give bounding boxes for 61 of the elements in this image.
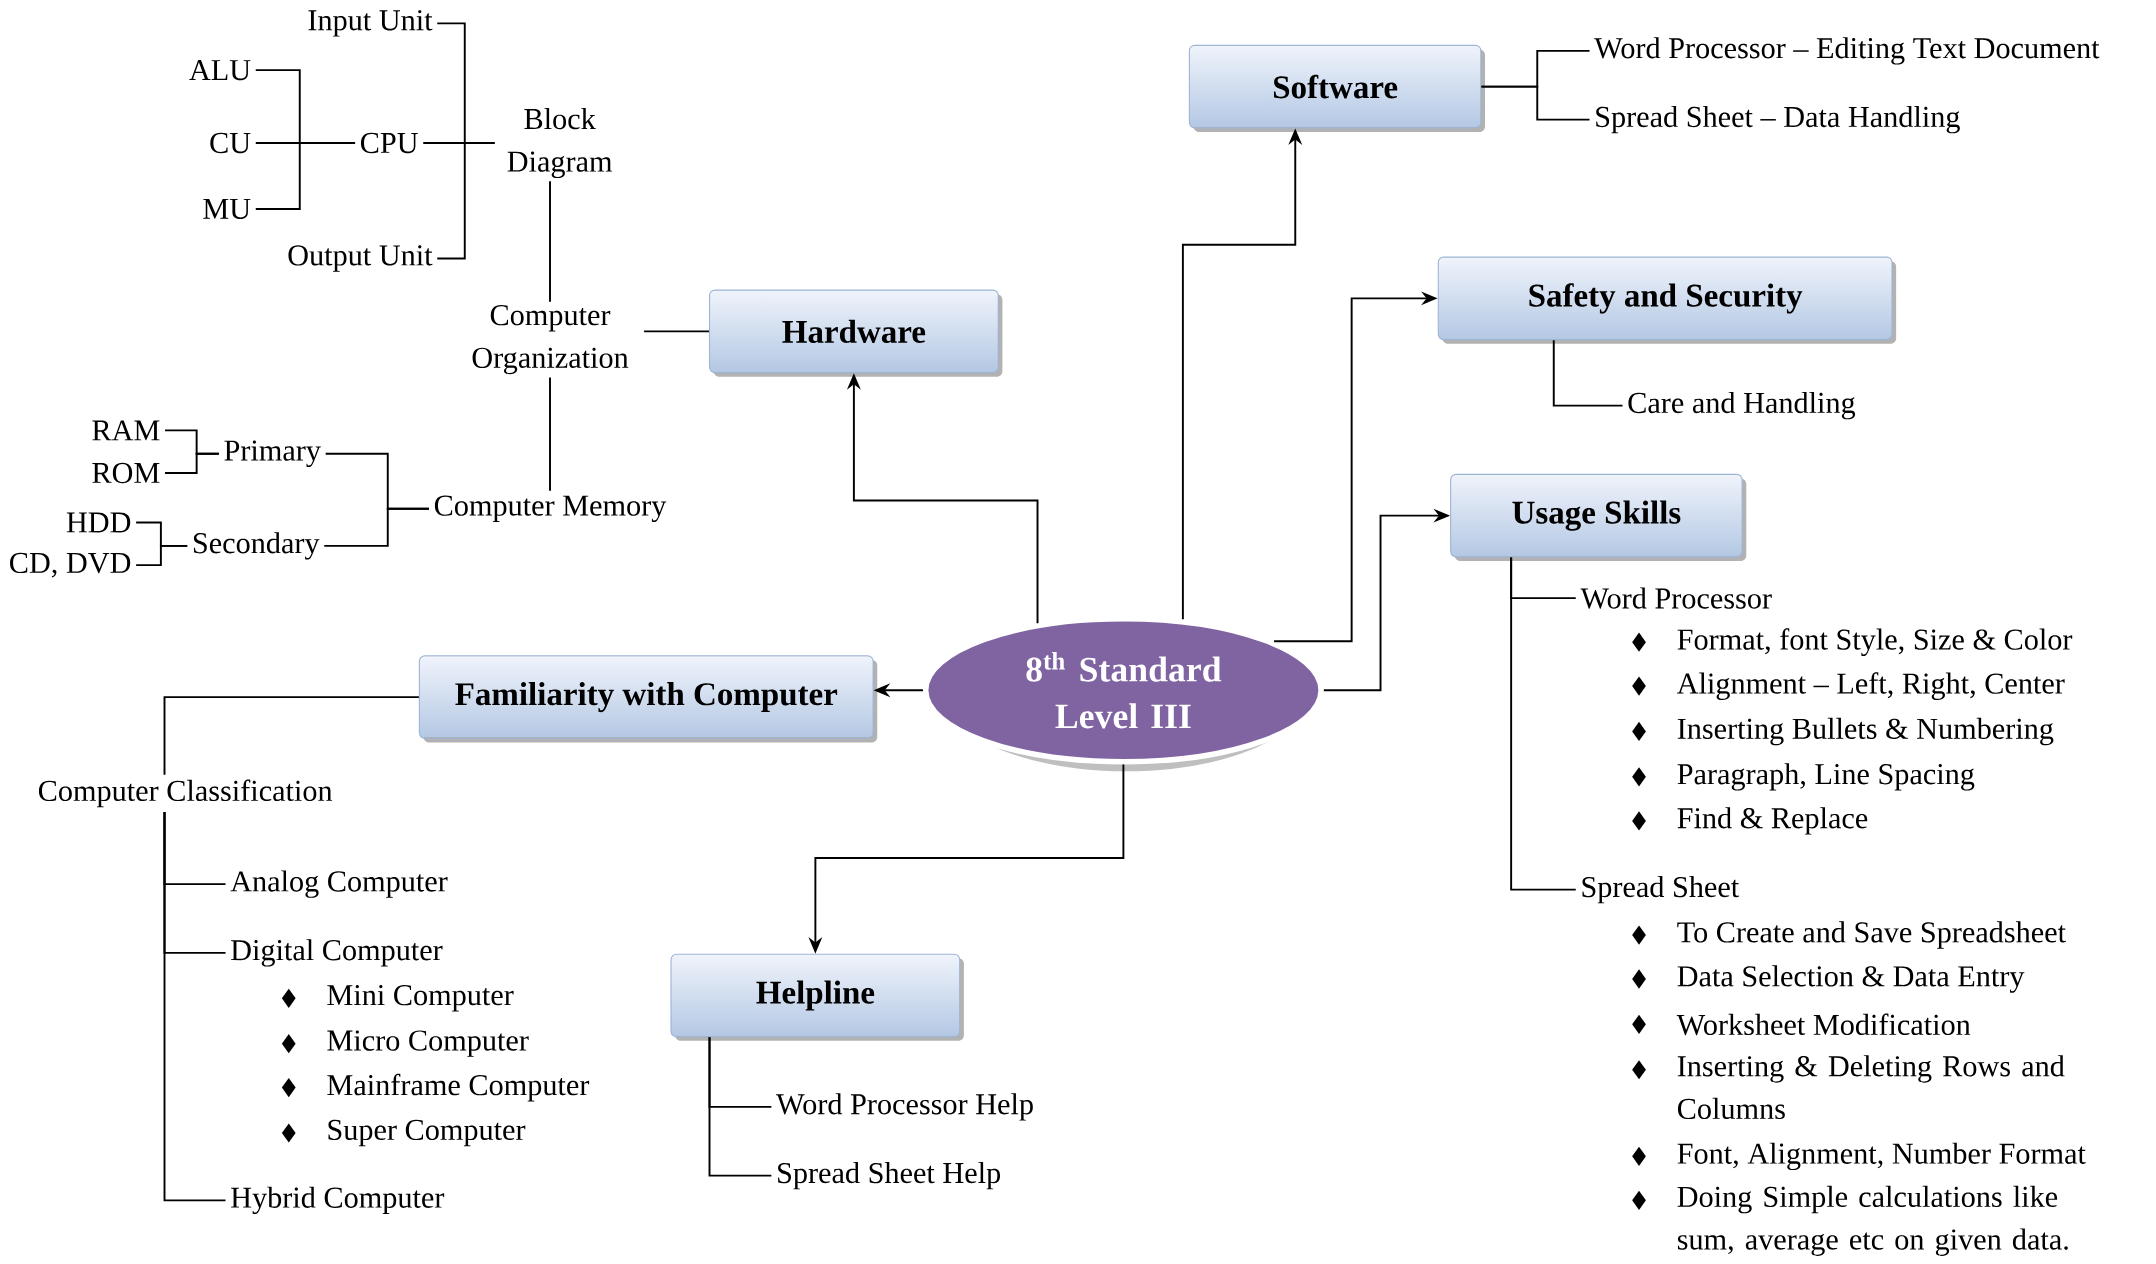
- bullet-item: Data Selection & Data Entry: [1632, 965, 2025, 993]
- connector-line: [549, 376, 551, 492]
- branch-text: Spread Sheet Help: [778, 1162, 1000, 1190]
- connector-line: [164, 452, 220, 475]
- branch-text: HDD: [66, 512, 131, 533]
- branch-text: CU: [210, 133, 251, 154]
- topic-box: Software: [1188, 45, 1485, 133]
- branch-text: Analog Computer: [230, 870, 448, 899]
- connector-line: [1510, 556, 1577, 891]
- connector-line: [436, 142, 496, 260]
- bullet-item: Inserting Bullets & Numbering: [1632, 717, 2054, 746]
- connector-line: [1480, 85, 1591, 121]
- branch-text: RAM: [92, 420, 160, 441]
- bullet-item: Super Computer: [281, 1119, 526, 1147]
- connector-line: [254, 142, 356, 211]
- branch-text: Input Unit: [308, 10, 433, 37]
- branch-text: Care and Handling: [1628, 392, 1856, 420]
- connector-line: [643, 330, 710, 333]
- bullet-item: Mini Computer: [281, 985, 514, 1012]
- connector-line: [1552, 339, 1624, 407]
- bullet-item: Alignment – Left, Right, Center: [1632, 672, 2065, 701]
- branch-text: Spread Sheet: [1582, 876, 1740, 904]
- branch-text: Spread Sheet – Data Handling: [1596, 106, 1960, 134]
- connector-line: [135, 545, 189, 567]
- branch-text: Word Processor: [1580, 587, 1772, 610]
- topic-box: Usage Skills: [1450, 474, 1747, 562]
- bullet-item: Format, font Style, Size & Color: [1632, 628, 2073, 657]
- branch-text: Hybrid Computer: [231, 1186, 445, 1215]
- connector-line: [323, 507, 430, 548]
- topic-box: Safety and Security: [1437, 256, 1897, 344]
- topic-box: Helpline: [670, 953, 964, 1042]
- connector-line: [549, 180, 551, 303]
- branch-text: Word Processor – Editing Text Document: [1594, 37, 2100, 65]
- branch-text: Computer Classification: [38, 779, 333, 808]
- branch-text: Primary: [224, 440, 321, 468]
- bullet-item: Inserting & Deleting Rows and Columns: [1632, 1055, 2065, 1120]
- bullet-item: Paragraph, Line Spacing: [1632, 763, 1975, 791]
- bullet-item: Font, Alignment, Number Format: [1632, 1142, 2086, 1171]
- branch-text: Computer Organization: [472, 305, 629, 375]
- bullet-item: Find & Replace: [1632, 807, 1868, 835]
- bullet-item: To Create and Save Spreadsheet: [1632, 921, 2066, 949]
- bullet-item: Mainframe Computer: [281, 1073, 590, 1102]
- branch-text: CD, DVD: [10, 553, 131, 578]
- topic-box: Familiarity with Computer: [418, 655, 878, 743]
- branch-text: Word Processor Help: [776, 1093, 1033, 1121]
- connector-line: [163, 811, 227, 1202]
- branch-text: MU: [203, 199, 251, 220]
- branch-text: Secondary: [193, 532, 320, 560]
- connector-line: [163, 696, 420, 776]
- branch-text: CPU: [360, 133, 418, 154]
- branch-text: ALU: [189, 60, 251, 81]
- connector-line: [708, 1036, 773, 1177]
- branch-text: Output Unit: [288, 245, 433, 272]
- bullet-item: Micro Computer: [281, 1030, 529, 1058]
- bullet-item: Worksheet Modification: [1632, 1013, 1971, 1036]
- bullet-item: Doing Simple calculations like sum, average etc on given data.: [1632, 1186, 2068, 1257]
- branch-text: ROM: [92, 463, 160, 484]
- topic-box: Hardware: [708, 289, 1003, 377]
- branch-text: Digital Computer: [231, 939, 443, 967]
- branch-text: Computer Memory: [434, 495, 667, 523]
- branch-text: Block Diagram: [507, 108, 613, 179]
